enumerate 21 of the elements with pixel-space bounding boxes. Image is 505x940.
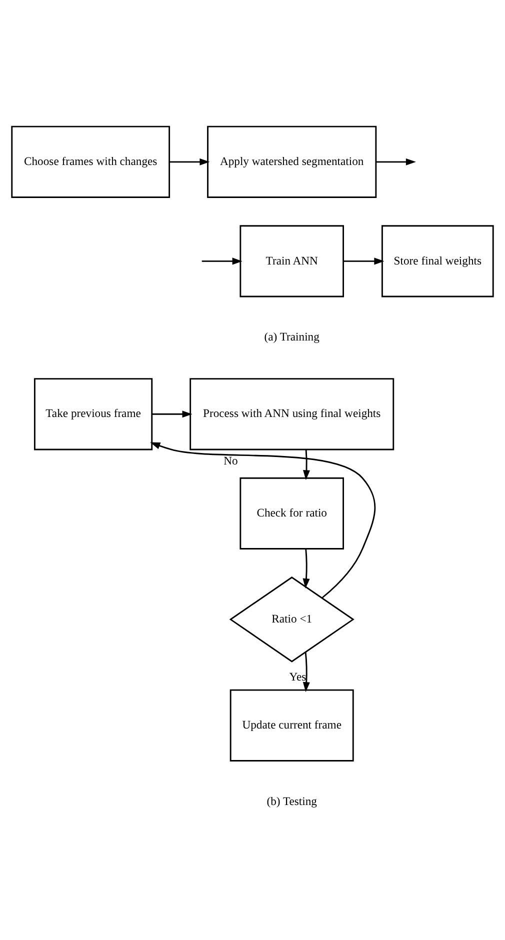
arrow <box>343 257 384 264</box>
node-box: Choose frames with changes <box>11 125 170 198</box>
arrow <box>376 158 416 165</box>
node-box: Process with ANN using final weights <box>190 378 394 450</box>
arrow <box>202 257 242 264</box>
node-box: Store final weights <box>381 224 494 297</box>
arrow <box>302 652 310 692</box>
node-box: Take previous frame <box>34 378 153 450</box>
arrow <box>152 410 192 418</box>
arrow <box>150 442 376 598</box>
arrow <box>303 449 310 480</box>
node-box: Apply watershed segmentation <box>207 125 377 198</box>
label: (a) Training <box>264 330 320 344</box>
edge-label: Yes <box>289 670 306 683</box>
edge-label: No <box>224 454 238 467</box>
node-box: Update current frame <box>230 688 354 761</box>
node-box: Check for ratio <box>240 476 344 549</box>
node-box: Train ANN <box>240 224 344 297</box>
arrow <box>170 158 210 165</box>
arrow <box>302 548 310 588</box>
label: (b) Testing <box>266 794 317 808</box>
